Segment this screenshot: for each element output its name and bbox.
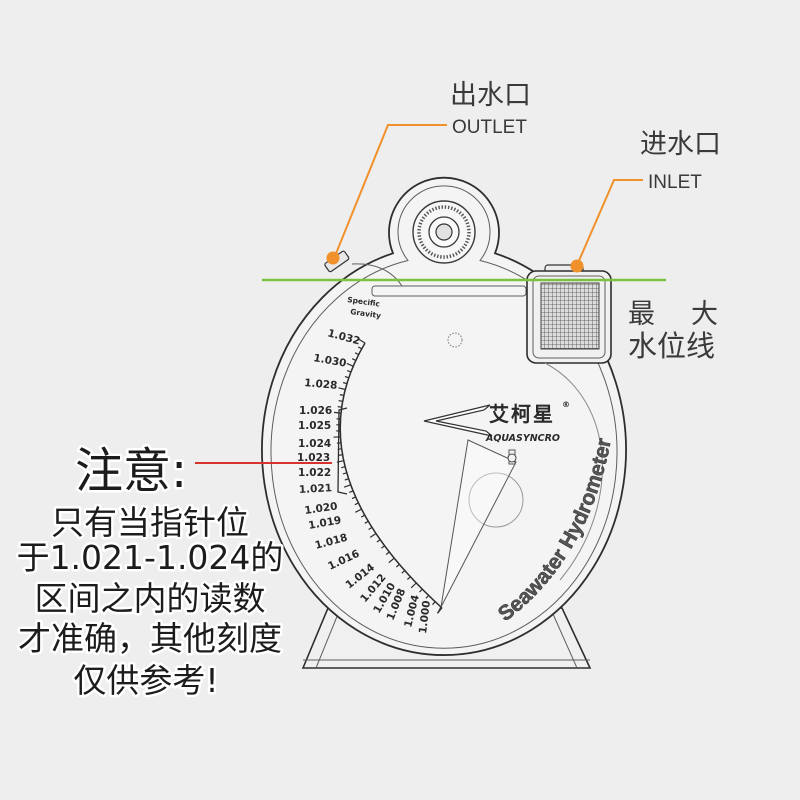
scale-tick bbox=[338, 454, 343, 456]
scale-tick bbox=[410, 582, 417, 589]
scale-label: 1.022 bbox=[298, 467, 331, 479]
needle-tip bbox=[437, 606, 442, 614]
chevron-logo-icon bbox=[423, 404, 493, 437]
scale-label: 1.026 bbox=[299, 405, 332, 417]
screw-icon bbox=[447, 332, 463, 348]
registered-mark: ® bbox=[562, 400, 570, 409]
scale-tick bbox=[432, 601, 436, 606]
scale-tick bbox=[354, 352, 359, 356]
brand-name-zh: 艾柯星 bbox=[489, 402, 555, 426]
scale-tick bbox=[344, 375, 349, 379]
scale-label: 1.023 bbox=[297, 452, 330, 464]
scale-tick bbox=[369, 533, 377, 538]
scale-tick bbox=[351, 358, 357, 361]
scale-tick bbox=[343, 484, 351, 488]
inner-arc bbox=[544, 362, 603, 581]
scale-ticks bbox=[333, 338, 443, 614]
scale-tick bbox=[346, 362, 354, 367]
scale-tick bbox=[342, 472, 347, 475]
scale-tick bbox=[406, 576, 411, 580]
notice-line: 仅供参考! bbox=[73, 661, 218, 700]
pivot bbox=[507, 453, 517, 463]
scale-tick bbox=[419, 588, 423, 593]
scale-tick bbox=[344, 478, 349, 481]
scale-label: 1.028 bbox=[304, 377, 338, 392]
inlet-marker-dot bbox=[570, 259, 584, 273]
scale-tick bbox=[342, 381, 348, 385]
scale-tick bbox=[401, 570, 406, 574]
scale-title-line2: Gravity bbox=[350, 307, 382, 320]
notice-line: 才准确，其他刻度 bbox=[18, 619, 282, 658]
inlet-label-zh: 进水口 bbox=[640, 129, 721, 160]
inlet-leader-line bbox=[577, 179, 643, 264]
scale-tick bbox=[357, 346, 362, 350]
scale-tick bbox=[388, 557, 395, 564]
scale-tick bbox=[346, 370, 352, 373]
scale-tick bbox=[425, 595, 430, 599]
scale-tick bbox=[333, 411, 342, 414]
scale-tick bbox=[337, 406, 342, 408]
scale-label: 1.021 bbox=[299, 482, 333, 496]
outlet-leader-line bbox=[334, 124, 447, 257]
scale-tick bbox=[360, 514, 365, 518]
scale-label: 1.019 bbox=[307, 514, 342, 532]
outlet-label-en: OUTLET bbox=[452, 117, 527, 138]
inlet-label-en: INLET bbox=[648, 172, 702, 193]
scale-arc bbox=[339, 342, 443, 609]
scale-tick bbox=[381, 545, 385, 549]
scale-label: 1.024 bbox=[298, 438, 331, 450]
scale-tick bbox=[351, 496, 356, 500]
scale-tick bbox=[385, 551, 390, 555]
scale-tick bbox=[336, 460, 344, 463]
notice-line: 区间之内的读数 bbox=[35, 579, 266, 618]
top-knob bbox=[412, 200, 476, 264]
needle-assembly bbox=[437, 332, 524, 614]
scale-label: 1.025 bbox=[298, 420, 331, 432]
scale-tick bbox=[338, 387, 346, 391]
scale-tick bbox=[395, 563, 400, 568]
scale-bracket bbox=[337, 407, 348, 495]
scale-tick bbox=[339, 394, 344, 396]
notice-title: 注意: bbox=[75, 443, 187, 499]
notice-line: 于1.021-1.024的 bbox=[17, 538, 284, 577]
scale-tick bbox=[337, 448, 342, 450]
scale-tick bbox=[341, 466, 346, 469]
max-level-label-line2: 水位线 bbox=[628, 329, 715, 363]
body-inner-outline bbox=[270, 185, 618, 649]
scale-tick bbox=[349, 490, 354, 493]
brand-name-en: AQUASYNCRO bbox=[485, 433, 560, 444]
brand-logo: 艾柯星 AQUASYNCRO ® bbox=[423, 400, 570, 444]
scale-label: 1.030 bbox=[312, 352, 347, 370]
max-level-label-line1: 最大 bbox=[628, 299, 754, 330]
scale-tick bbox=[355, 508, 362, 513]
scale-tick bbox=[376, 539, 381, 543]
scale-tick bbox=[338, 400, 343, 402]
scale-label: 1.020 bbox=[304, 500, 339, 517]
scale-tick bbox=[368, 526, 373, 531]
scale-label: 1.000 bbox=[417, 600, 433, 634]
scale-tick bbox=[358, 338, 366, 344]
scale-tick bbox=[354, 502, 359, 506]
outlet-marker-dot bbox=[326, 251, 340, 265]
counterweight bbox=[468, 472, 524, 528]
outlet-label-zh: 出水口 bbox=[450, 80, 531, 111]
notice-line: 只有当指针位 bbox=[51, 503, 249, 542]
inlet-chamber bbox=[526, 264, 612, 364]
scale-tick bbox=[364, 520, 369, 524]
needle bbox=[440, 439, 517, 608]
